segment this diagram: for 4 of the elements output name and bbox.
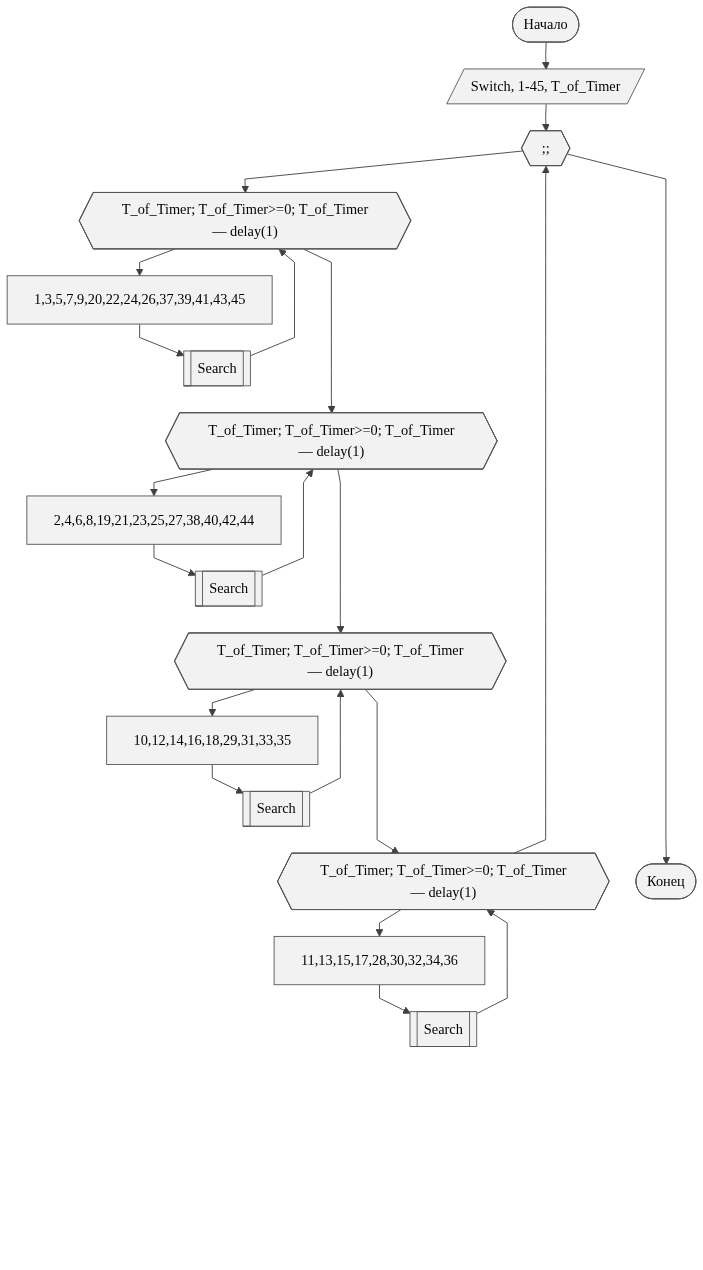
node-box: 10,12,14,16,18,29,31,33,35 [106,715,319,765]
node-box: 2,4,6,8,19,21,23,25,27,38,40,42,44 [26,495,282,545]
node-box: 11,13,15,17,28,30,32,34,36 [273,935,486,986]
node-box: 1,3,5,7,9,20,22,24,26,37,39,41,43,45 [6,275,273,325]
